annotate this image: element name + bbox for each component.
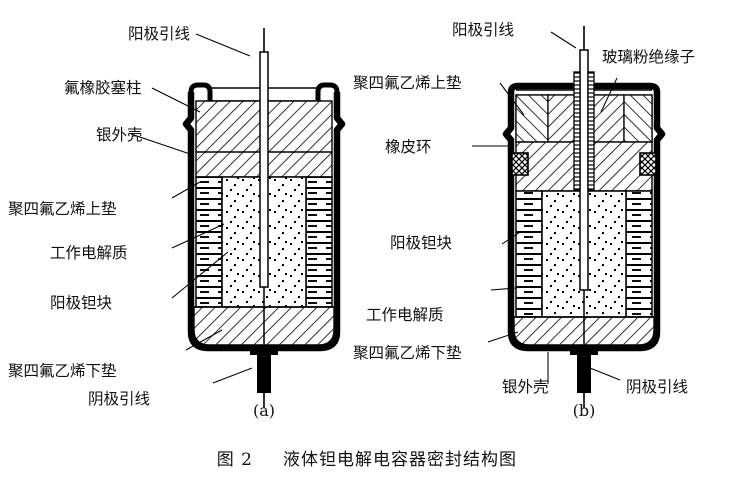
b-leader-electrolyte xyxy=(490,287,517,291)
caption-number: 图 2 xyxy=(217,450,253,470)
a-leader-ptfe-lower xyxy=(185,329,223,351)
caption-text: 液体钽电解电容器密封结构图 xyxy=(283,450,517,470)
a-ptfe-upper-pad xyxy=(195,176,333,308)
a-leader-anode-lead xyxy=(195,33,251,57)
a-label-anode-tantalum-block: 阳极钽块 xyxy=(50,294,112,312)
b-sublabel: (b) xyxy=(573,401,596,420)
a-anode-lead-wire xyxy=(259,28,269,345)
a-label-working-electrolyte: 工作电解质 xyxy=(50,244,128,262)
b-leader-anode-block xyxy=(501,231,521,245)
a-leader-anode-block xyxy=(171,251,229,299)
b-leader-glass-insulator xyxy=(600,77,618,113)
a-label-cathode-lead: 阴极引线 xyxy=(88,390,150,408)
a-leader-cathode-lead xyxy=(212,367,253,384)
a-leader-ptfe-upper xyxy=(171,181,201,199)
a-label-fluoro-rubber-plug: 氟橡胶塞柱 xyxy=(64,79,142,97)
b-label-anode-lead: 阳极引线 xyxy=(452,21,514,39)
b-leader-cathode-lead xyxy=(589,367,621,381)
a-cathode-lead xyxy=(250,345,278,408)
b-leader-ptfe-lower xyxy=(487,331,519,343)
a-leader-case xyxy=(130,133,191,155)
figure-caption: 图 2 液体钽电解电容器密封结构图 xyxy=(217,450,517,470)
b-label-silver-case: 银外壳 xyxy=(502,378,549,396)
a-label-anode-lead: 阳极引线 xyxy=(128,25,190,43)
diagram-b: 阳极引线 玻璃粉绝缘子 聚四氟乙烯上垫 橡皮环 阳极钽块 工作电解质 聚四氟乙烯… xyxy=(353,21,695,420)
a-leader-electrolyte xyxy=(171,223,225,249)
b-leader-ptfe-upper xyxy=(499,82,525,116)
b-leader-anode-lead xyxy=(550,31,577,49)
a-label-ptfe-upper-pad: 聚四氟乙烯上垫 xyxy=(8,200,117,218)
b-label-working-electrolyte: 工作电解质 xyxy=(366,306,444,324)
a-leader-plug xyxy=(151,87,201,113)
a-sublabel: (a) xyxy=(253,401,275,420)
b-label-glass-powder-insulator: 玻璃粉绝缘子 xyxy=(602,48,695,66)
b-label-ptfe-lower-pad: 聚四氟乙烯下垫 xyxy=(353,344,462,362)
a-label-silver-case: 银外壳 xyxy=(96,126,143,144)
b-cathode-lead xyxy=(570,345,598,408)
b-ptfe-side-gasket xyxy=(515,190,653,318)
diagram-a: 阳极引线 氟橡胶塞柱 银外壳 聚四氟乙烯上垫 工作电解质 阳极钽块 聚四氟乙烯下… xyxy=(8,25,346,420)
b-label-anode-tantalum-block: 阳极钽块 xyxy=(390,234,452,252)
b-label-ptfe-upper-pad: 聚四氟乙烯上垫 xyxy=(353,74,462,92)
a-label-ptfe-lower-pad: 聚四氟乙烯下垫 xyxy=(8,362,117,380)
b-anode-lead-wire xyxy=(573,26,595,345)
b-rubber-ring xyxy=(511,152,657,176)
b-label-rubber-ring: 橡皮环 xyxy=(385,138,432,156)
b-label-cathode-lead: 阴极引线 xyxy=(626,378,688,396)
